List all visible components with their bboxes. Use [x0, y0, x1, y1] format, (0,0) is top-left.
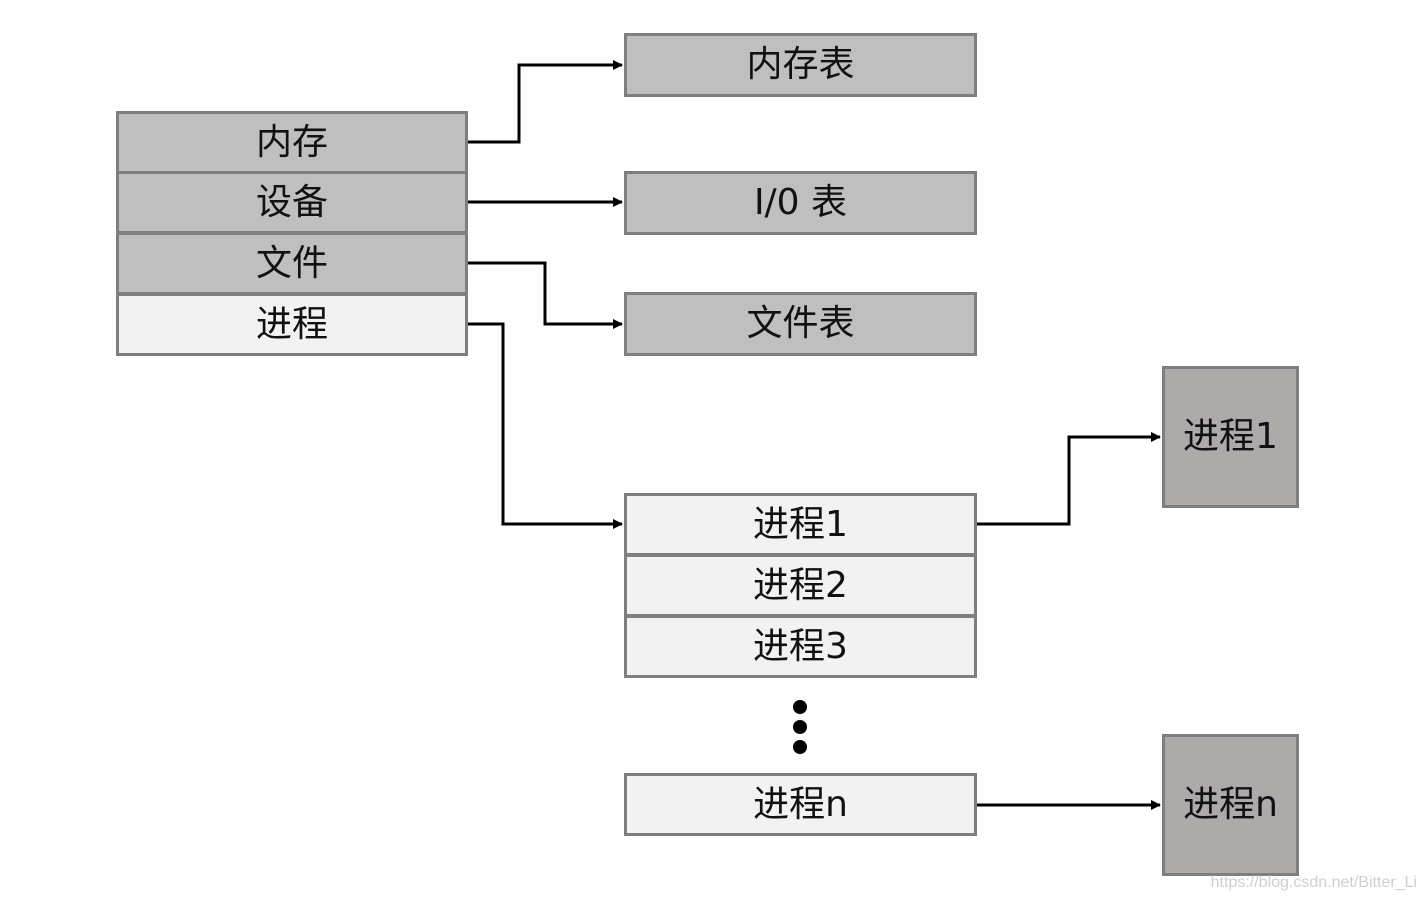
process-table-row-3: 进程3 — [624, 615, 977, 678]
connector-process1-to-block — [977, 432, 1161, 526]
process-table-row-2: 进程2 — [624, 554, 977, 617]
connector-process-to-process-table — [468, 322, 623, 529]
process-table-row-1: 进程1 — [624, 493, 977, 556]
io-table: I/0 表 — [624, 171, 977, 235]
ellipsis-dot — [793, 720, 807, 734]
master-row-device: 设备 — [116, 171, 468, 234]
master-row-file: 文件 — [116, 232, 468, 295]
connector-memory-to-memory-table — [468, 60, 623, 144]
master-row-memory: 内存 — [116, 111, 468, 174]
ellipsis-dot — [793, 700, 807, 714]
process-table-row-n: 进程n — [624, 773, 977, 836]
watermark: https://blog.csdn.net/Bitter_Li — [1210, 874, 1417, 891]
ellipsis-dot — [793, 740, 807, 754]
connector-file-to-file-table — [468, 261, 623, 329]
process-block-n: 进程n — [1162, 734, 1299, 876]
process-block-1: 进程1 — [1162, 366, 1299, 508]
memory-table: 内存表 — [624, 33, 977, 97]
master-row-process: 进程 — [116, 293, 468, 356]
file-table: 文件表 — [624, 292, 977, 356]
